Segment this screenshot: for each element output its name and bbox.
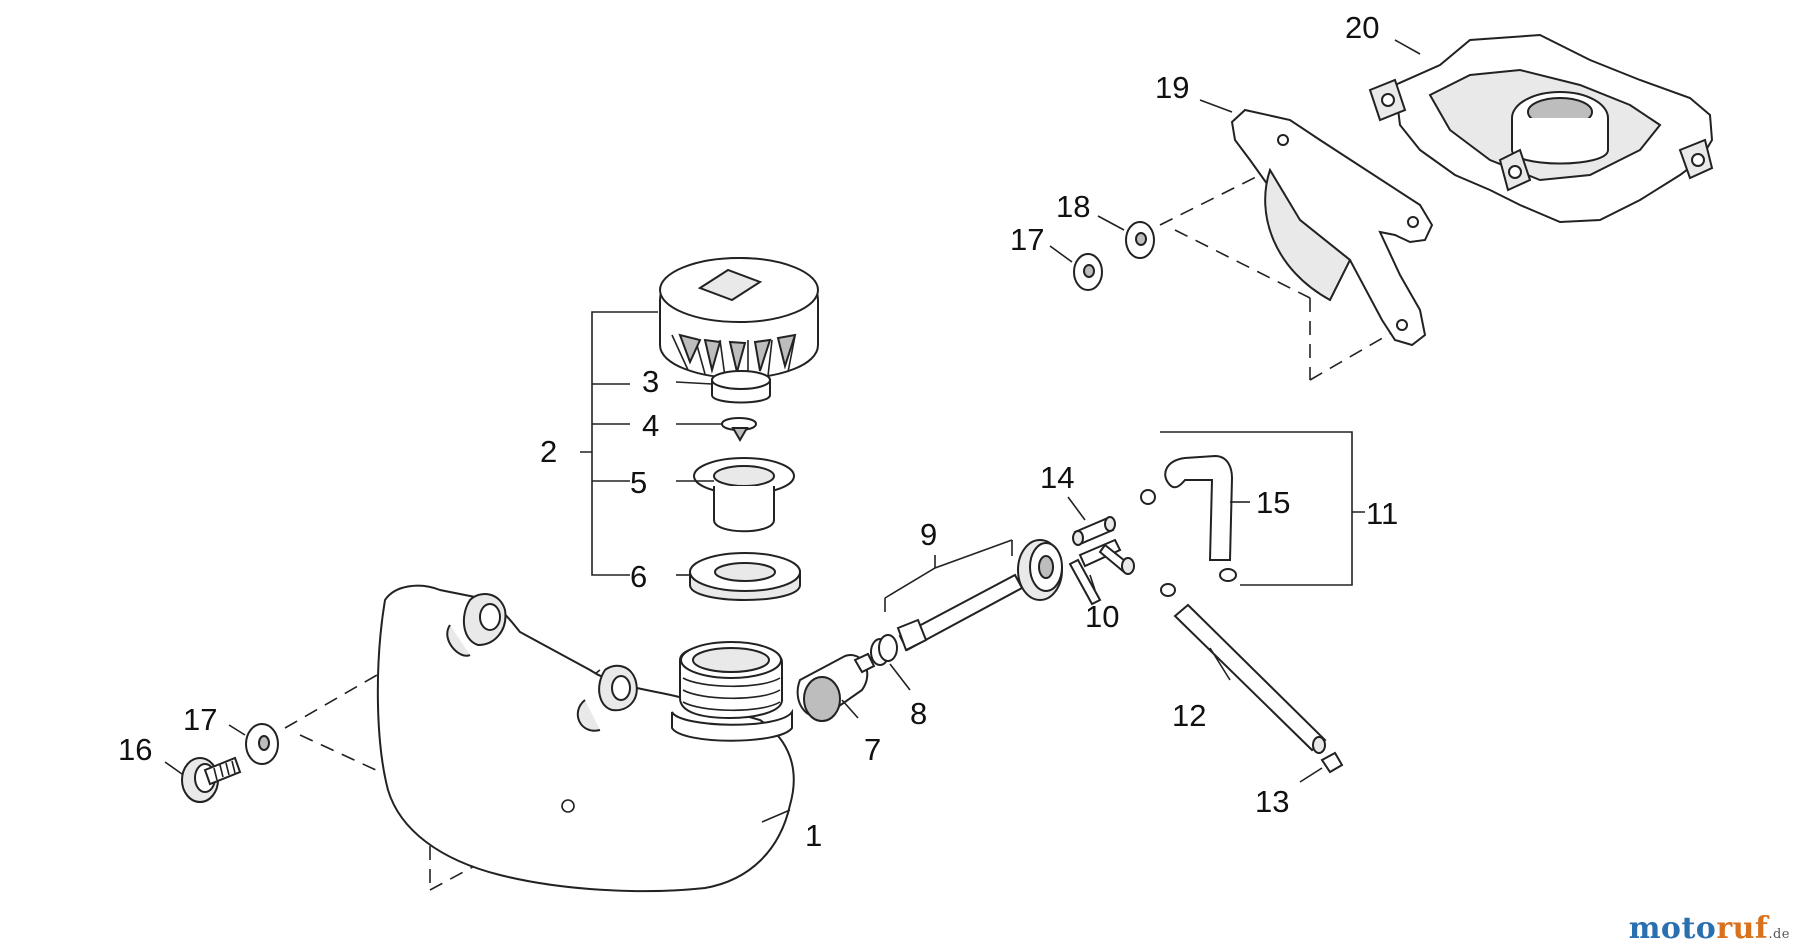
fuel-line-part-12 [1173,603,1327,754]
callout-12: 12 [1172,698,1206,733]
callout-15: 15 [1256,485,1290,520]
watermark-main: motoruf [1628,911,1769,946]
valve-part-4 [720,417,758,442]
callout-6: 6 [630,559,647,594]
weight-part-13 [1320,751,1344,774]
callout-13: 13 [1255,784,1289,819]
callout-11: 11 [1366,496,1398,531]
callout-17-left: 17 [183,702,217,737]
callout-17-right: 17 [1010,222,1044,257]
t-fitting-part-10 [1068,538,1135,606]
bracket-part-19 [1230,108,1434,347]
callout-16: 16 [118,732,152,767]
motoruf-watermark-logo: motoruf.de [1629,911,1790,946]
washer-part-18 [1125,221,1155,259]
bolt-part-16 [181,756,242,803]
group-bracket-11 [1160,431,1365,586]
callout-20: 20 [1345,10,1379,45]
fuel-cap-part-2 [659,256,819,380]
washer-part-17-left [245,723,279,765]
engine-housing-part-20 [1368,33,1714,224]
fuel-tank-part-1 [376,584,795,893]
callout-18: 18 [1056,189,1090,224]
callout-7: 7 [864,732,881,767]
connector-part-14 [1072,516,1116,546]
callout-2: 2 [540,434,557,469]
callout-3: 3 [642,364,659,399]
callout-19: 19 [1155,70,1189,105]
vent-disc-part-3 [711,370,771,404]
washer-part-17-right [1073,253,1103,291]
fuel-pickup-part-9 [896,539,1063,652]
watermark-suffix: .de [1768,927,1790,942]
callout-5: 5 [630,465,647,500]
callout-14: 14 [1040,460,1074,495]
callout-8: 8 [910,696,927,731]
leader-lines [164,39,1421,823]
callout-4: 4 [642,408,659,443]
callout-9: 9 [920,517,937,552]
cap-insert-part-5 [693,457,795,533]
callout-labels: 1 2 3 4 5 6 7 8 9 10 11 12 13 14 15 16 1… [118,10,1398,853]
group-bracket-2 [580,311,658,576]
hose-kit-part-11 [1140,454,1237,597]
gasket-ring-part-6 [689,552,801,601]
callout-1: 1 [805,818,822,853]
hose-clip-part-8 [870,634,898,666]
fuel-filter-part-7 [796,652,876,722]
callout-10: 10 [1085,599,1119,634]
